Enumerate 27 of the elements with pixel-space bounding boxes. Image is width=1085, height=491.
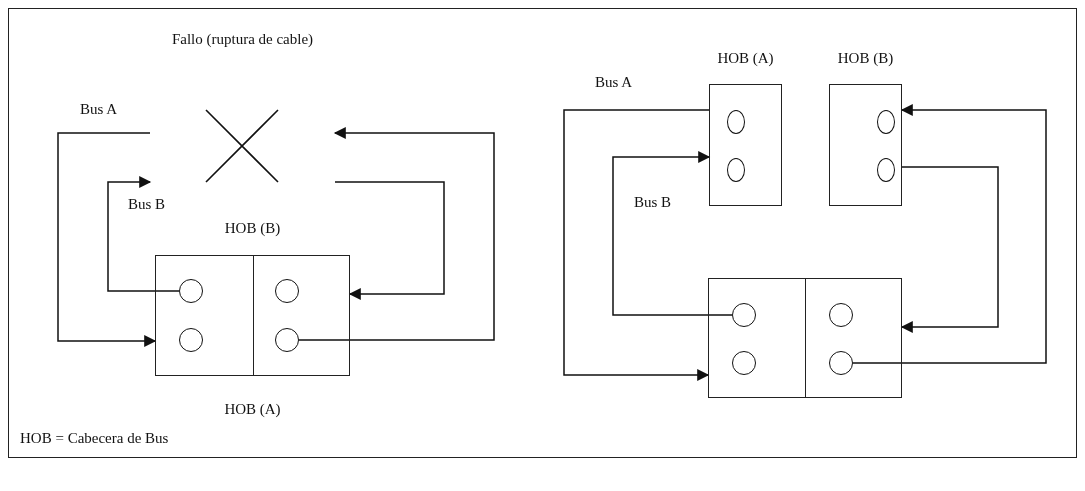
port-circle — [275, 328, 299, 352]
unit-label: HOB (B) — [223, 219, 282, 237]
port-circle — [727, 110, 745, 134]
connector-arrow — [612, 151, 733, 316]
fault-label: Fallo (ruptura de cable) — [170, 30, 315, 48]
port-circle — [275, 279, 299, 303]
port-circle — [179, 328, 203, 352]
unit-label: HOB (A) — [223, 400, 282, 418]
connector-arrow — [852, 104, 1047, 364]
port-circle — [829, 351, 853, 375]
unit-label: HOB (B) — [836, 49, 895, 67]
bus-head-unit — [708, 278, 902, 398]
unit-label: HOB (A) — [716, 49, 775, 67]
connector-arrow — [57, 132, 157, 347]
port-circle — [877, 110, 895, 134]
port-circle — [877, 158, 895, 182]
connector-arrow — [107, 176, 180, 292]
port-circle — [727, 158, 745, 182]
note-text: HOB = Cabecera de Bus — [20, 429, 169, 447]
connector-arrow — [563, 109, 710, 381]
port-circle — [179, 279, 203, 303]
port-circle — [732, 351, 756, 375]
port-circle — [732, 303, 756, 327]
port-circle — [829, 303, 853, 327]
connector-arrow — [334, 181, 445, 300]
connector-arrow — [900, 166, 999, 333]
connector-arrow — [298, 127, 495, 341]
